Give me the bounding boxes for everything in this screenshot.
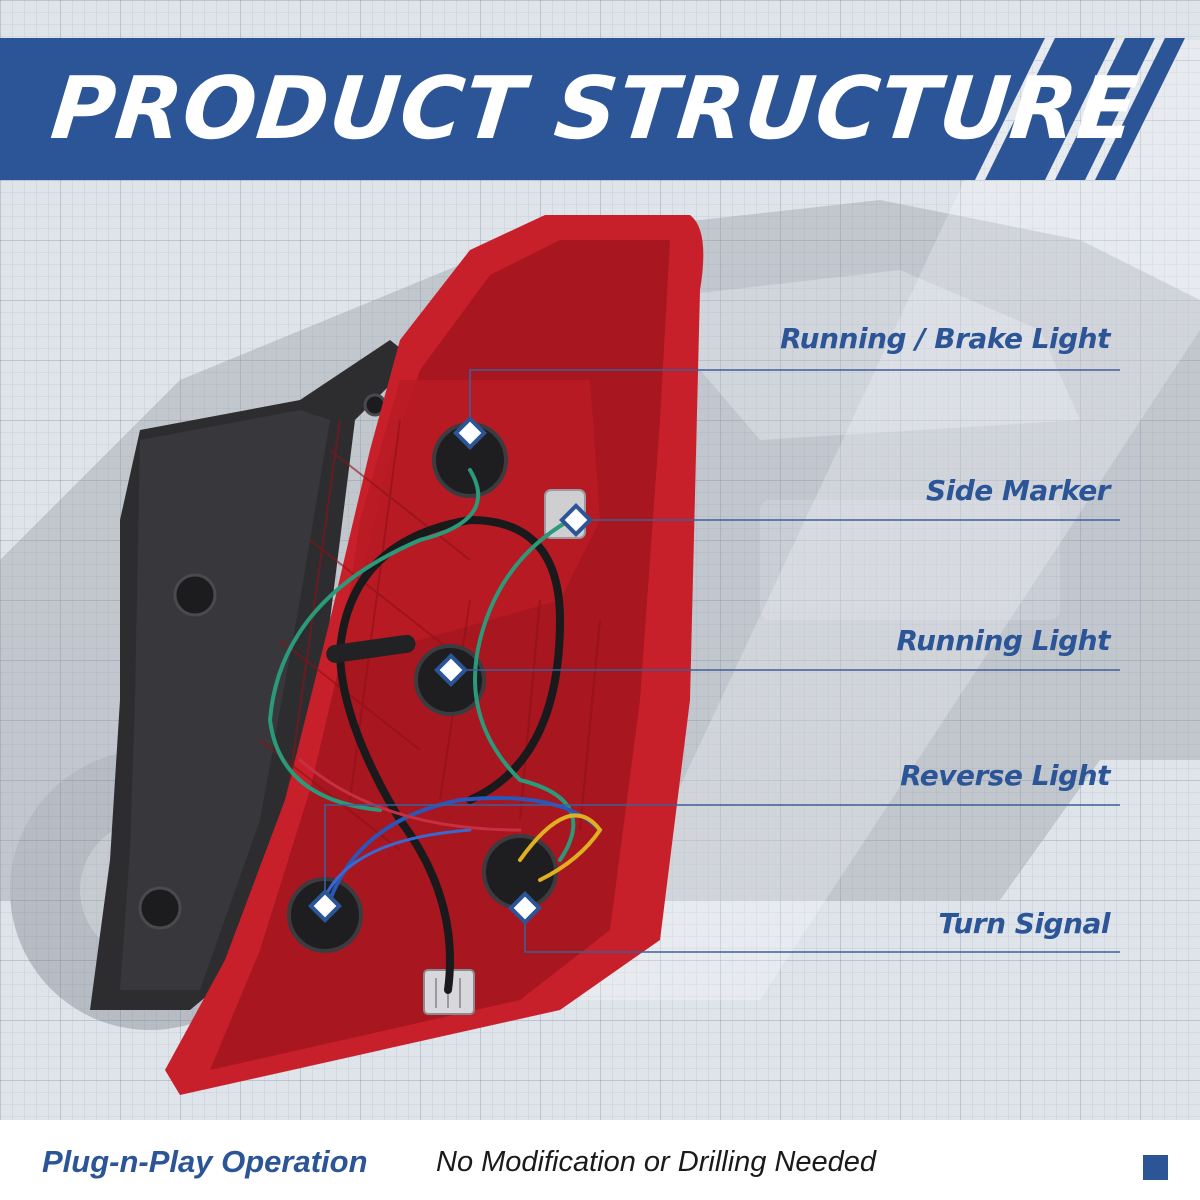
grommet	[326, 634, 416, 663]
wiring-harness	[267, 468, 603, 994]
callout-reverse-light: Reverse Light	[900, 759, 1110, 792]
title-banner	[0, 38, 1185, 180]
marker-reverse-light	[308, 889, 342, 923]
marker-running-light	[434, 653, 468, 687]
footer-text: No Modification or Drilling Needed	[436, 1146, 877, 1178]
footer-square-icon	[1143, 1155, 1168, 1180]
marker-running-brake	[453, 416, 487, 450]
leader-lines	[324, 369, 1120, 953]
callout-turn-signal: Turn Signal	[938, 907, 1110, 940]
marker-turn-signal	[508, 891, 542, 925]
callout-running-brake-light: Running / Brake Light	[780, 322, 1110, 355]
callout-markers	[308, 416, 593, 925]
footer-bar: Plug-n-Play Operation No Modification or…	[0, 1120, 1200, 1200]
marker-side-marker	[559, 503, 593, 537]
callout-running-light: Running Light	[896, 624, 1111, 657]
page-title: PRODUCT STRUCTURE	[46, 59, 1143, 159]
footer-highlight: Plug-n-Play Operation	[42, 1144, 368, 1179]
callout-side-marker: Side Marker	[925, 474, 1111, 507]
product-illustration	[0, 38, 1200, 1095]
